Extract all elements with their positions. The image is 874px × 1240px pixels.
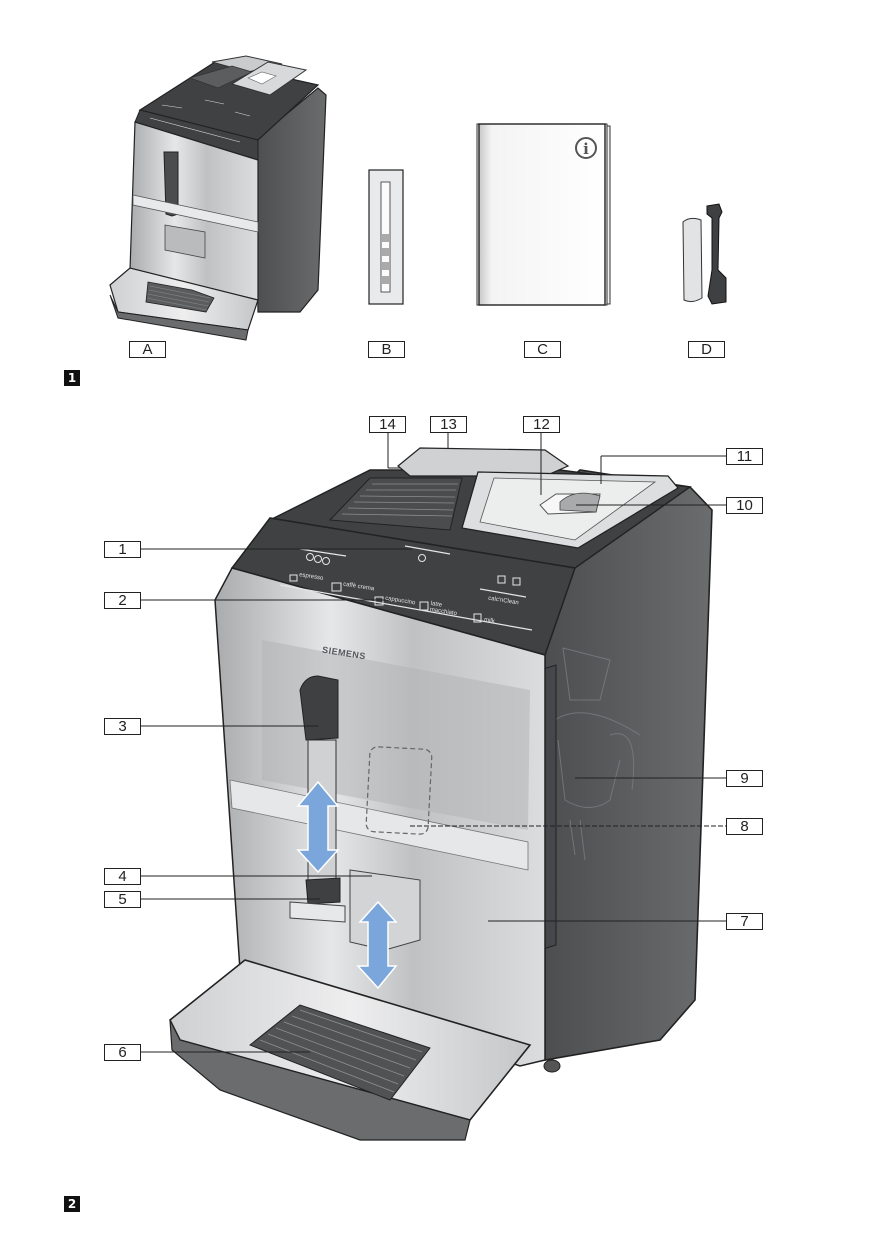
callout-4: 4 <box>104 868 141 885</box>
outlet-adjust-arrow-icon <box>356 900 398 990</box>
large-coffee-machine-illustration <box>168 447 713 1141</box>
callout-5: 5 <box>104 891 141 908</box>
milk-tube-illustration <box>682 203 727 305</box>
callout-1: 1 <box>104 541 141 558</box>
item-label-a: A <box>129 341 166 358</box>
callout-10: 10 <box>726 497 763 514</box>
callout-3: 3 <box>104 718 141 735</box>
item-label-d: D <box>688 341 725 358</box>
manual-illustration: i <box>476 123 611 306</box>
info-icon: i <box>583 140 589 158</box>
callout-9: 9 <box>726 770 763 787</box>
callout-2: 2 <box>104 592 141 609</box>
callout-6: 6 <box>104 1044 141 1061</box>
height-adjust-arrow-icon <box>296 780 340 874</box>
callout-11: 11 <box>726 448 763 465</box>
callout-7: 7 <box>726 913 763 930</box>
callout-8: 8 <box>726 818 763 835</box>
callout-14: 14 <box>369 416 406 433</box>
item-label-c: C <box>524 341 561 358</box>
leader-lines <box>141 433 726 1053</box>
figure-number-badge-2: 2 <box>64 1196 80 1212</box>
small-coffee-machine-illustration <box>109 55 327 341</box>
test-strip-illustration <box>368 169 404 305</box>
callout-13: 13 <box>430 416 467 433</box>
callout-12: 12 <box>523 416 560 433</box>
item-label-b: B <box>368 341 405 358</box>
figure-number-badge-1: 1 <box>64 370 80 386</box>
